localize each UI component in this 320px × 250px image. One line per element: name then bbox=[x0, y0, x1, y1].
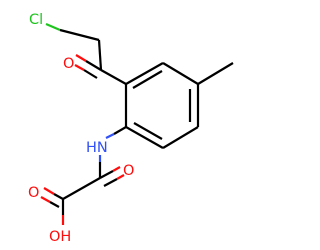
acid-carbonyl-oxygen-label: O bbox=[28, 185, 39, 201]
bond-c-c bbox=[62, 177, 101, 200]
structure-diagram: Cl O HN O O OH bbox=[28, 12, 234, 245]
bond-ch2-co bbox=[97, 39, 103, 71]
bond-methyl bbox=[197, 62, 234, 85]
bond-acid-double-c bbox=[49, 201, 60, 208]
ring-bond-2 bbox=[162, 62, 199, 85]
bond-cl-ch2 bbox=[45, 22, 61, 32]
bond-ketone-double-a bbox=[85, 60, 102, 71]
bond-ketone-double-d bbox=[74, 64, 85, 71]
bond-ring-n-blue bbox=[105, 133, 115, 139]
amide-oxygen-label: O bbox=[123, 163, 134, 179]
bond-acid-double-a bbox=[53, 193, 64, 200]
bond-amide-double-d bbox=[116, 174, 125, 180]
bond-amide-double-a bbox=[99, 170, 114, 179]
bond-co-ring bbox=[100, 69, 127, 85]
bond-ch2-cl-dark bbox=[59, 28, 100, 42]
ring-bond-4 bbox=[162, 126, 199, 149]
hydroxyl-label: OH bbox=[49, 229, 71, 245]
ketone-oxygen-label: O bbox=[63, 56, 74, 72]
bond-acid-double-d bbox=[40, 196, 51, 203]
ring-bond-1-inner bbox=[132, 70, 163, 89]
bond-amide-double-b bbox=[112, 166, 121, 172]
bond-ketone-double-b bbox=[75, 54, 87, 62]
ring-bond-5 bbox=[125, 126, 164, 149]
ring-bond-1 bbox=[125, 62, 164, 85]
chlorine-label: Cl bbox=[29, 12, 43, 28]
bond-amide-double-c bbox=[103, 178, 118, 187]
ring-bond-5-inner bbox=[133, 122, 163, 140]
amide-nitrogen-label: HN bbox=[86, 140, 108, 156]
bond-acid-double-b bbox=[43, 187, 55, 195]
bond-ketone-double-c bbox=[83, 69, 98, 79]
bond-ring-n-dark bbox=[113, 126, 127, 135]
